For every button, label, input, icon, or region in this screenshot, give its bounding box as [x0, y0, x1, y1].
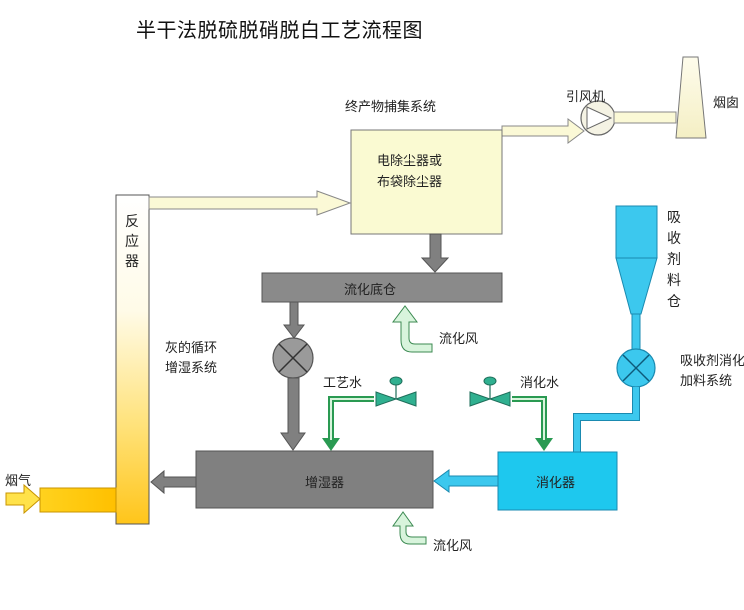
label-reactor-char-1: 反: [125, 214, 139, 230]
process-water-valve: [375, 391, 398, 407]
label-ash-loop-line2: 增湿系统: [165, 361, 218, 376]
fan-blade: [586, 106, 613, 130]
label-silo-char-3: 剂: [667, 252, 681, 268]
label-process-water: 工艺水: [323, 376, 363, 391]
label-slaker: 消化器: [536, 476, 576, 491]
arrow-bin-to-ash-valve: [282, 301, 306, 339]
label-reactor-char-2: 应: [125, 234, 139, 250]
arrow-ash-valve-to-humidifier: [280, 377, 306, 451]
feed-pipe-to-slaker-inner: [574, 387, 639, 452]
feeder-valve-cross-b: [622, 354, 650, 382]
diagram-title: 半干法脱硫脱硝脱白工艺流程图: [136, 18, 423, 42]
chimney: [675, 56, 707, 139]
duct-fan-to-chimney: [613, 111, 677, 124]
arrow-humidifier-to-reactor: [150, 469, 197, 495]
absorbent-silo-cone: [615, 257, 658, 315]
arrow-collector-to-bin: [420, 233, 450, 273]
humidifier: [195, 450, 434, 509]
slaking-water-arrowhead: [535, 438, 553, 451]
process-water-valve-handle: [389, 376, 403, 386]
arrow-slaker-to-humidifier: [433, 469, 499, 493]
label-collector-line1: 电除尘器或: [377, 154, 443, 169]
label-feed-system-line2: 加料系统: [680, 374, 733, 389]
fluid-air-arrow-2: [392, 511, 427, 545]
label-reactor: 反 应 器: [124, 212, 140, 272]
label-ash-loop-line1: 灰的循环: [165, 341, 218, 356]
slaking-water-valve-handle: [483, 376, 497, 386]
flue-gas-duct: [39, 487, 117, 513]
label-silo-char-1: 吸: [667, 210, 681, 226]
ash-valve-cross-b: [278, 343, 308, 373]
flue-gas-inlet-arrow: [5, 483, 41, 515]
label-collector-line2: 布袋除尘器: [377, 175, 443, 190]
absorbent-silo: [615, 205, 658, 259]
label-reactor-char-3: 器: [125, 254, 139, 270]
label-fluid-air-1: 流化风: [439, 332, 479, 347]
label-absorbent-silo: 吸 收 剂 料 仓: [666, 208, 682, 313]
label-humidifier: 增湿器: [305, 476, 345, 491]
slaking-water-pipe: [512, 396, 547, 440]
reactor: [115, 194, 150, 525]
label-fluidized-bin: 流化底仓: [344, 283, 397, 298]
label-flue-gas: 烟气: [5, 474, 32, 489]
label-silo-char-2: 收: [667, 231, 681, 247]
label-feed-system-line1: 吸收剂消化: [680, 354, 744, 369]
fluidized-bin: [261, 272, 503, 303]
label-slaking-water: 消化水: [520, 376, 560, 391]
duct-reactor-to-collector-arrow: [148, 190, 352, 216]
label-product-capture: 终产物捕集系统: [345, 100, 437, 115]
slaking-water-valve-b: [488, 391, 511, 407]
process-water-valve-b: [394, 391, 417, 407]
dust-collector: [350, 129, 503, 235]
label-induced-fan: 引风机: [566, 90, 606, 105]
fluid-air-arrow-1: [392, 305, 433, 353]
label-chimney: 烟囱: [713, 96, 740, 111]
process-water-pipe-inner: [330, 398, 374, 440]
slaking-water-pipe-inner: [512, 398, 545, 440]
label-silo-char-5: 仓: [667, 294, 681, 310]
process-water-pipe: [328, 396, 374, 440]
process-water-arrowhead: [322, 438, 340, 451]
duct-collector-to-fan-arrow: [501, 118, 585, 144]
slaking-water-valve: [469, 391, 492, 407]
label-silo-char-4: 料: [667, 273, 681, 289]
label-fluid-air-2: 流化风: [433, 539, 473, 554]
silo-outlet-pipe: [631, 313, 641, 351]
slaker: [497, 451, 618, 511]
